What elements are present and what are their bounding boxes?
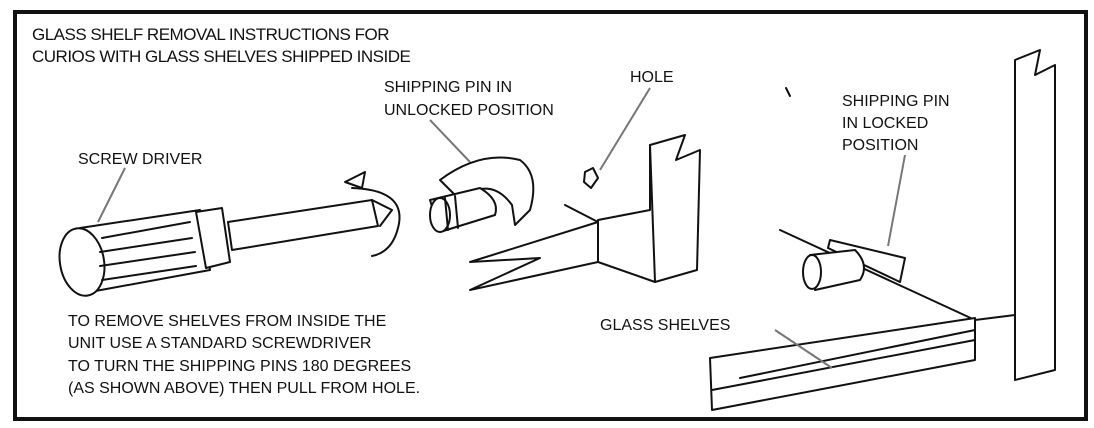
screwdriver-leader-arrow — [97, 167, 126, 223]
label-pin-locked-3: POSITION — [842, 137, 918, 154]
label-hole: HOLE — [630, 69, 674, 86]
instruction-line-2: UNIT USE A STANDARD SCREWDRIVER — [68, 335, 371, 352]
instruction-line-1: TO REMOVE SHELVES FROM INSIDE THE — [68, 313, 386, 330]
unlocked-pin-illustration — [429, 119, 535, 233]
label-pin-locked-1: SHIPPING PIN — [842, 93, 950, 110]
label-glass-shelves: GLASS SHELVES — [600, 317, 730, 334]
instruction-line-4: (AS SHOWN ABOVE) THEN PULL FROM HOLE. — [68, 380, 420, 397]
label-pin-locked-2: IN LOCKED — [842, 115, 928, 132]
screwdriver-illustration — [58, 167, 401, 297]
locked-pin-illustration — [709, 49, 1056, 411]
cabinet-post-hole-illustration — [469, 87, 701, 291]
title-line-1: GLASS SHELF REMOVAL INSTRUCTIONS FOR — [32, 25, 389, 44]
title-line-2: CURIOS WITH GLASS SHELVES SHIPPED INSIDE — [32, 47, 410, 66]
instruction-line-3: TO TURN THE SHIPPING PINS 180 DEGREES — [68, 358, 411, 375]
label-screwdriver: SCREW DRIVER — [78, 151, 202, 168]
label-pin-unlocked-2: UNLOCKED POSITION — [384, 102, 554, 119]
label-pin-unlocked-1: SHIPPING PIN IN — [384, 79, 512, 96]
